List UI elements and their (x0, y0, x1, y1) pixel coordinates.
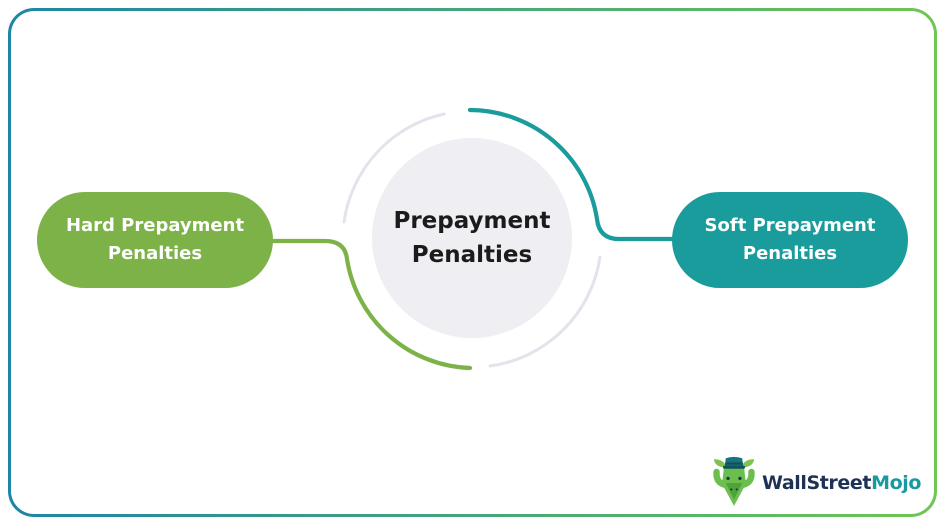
node-soft-prepayment-penalties: Soft Prepayment Penalties (672, 192, 908, 288)
wallstreetmojo-logo: WallStreetMojo (712, 455, 921, 511)
connector-teal-right (467, 107, 679, 242)
node-soft-prepayment-label: Soft Prepayment Penalties (704, 215, 876, 264)
center-node: Prepayment Penalties (372, 138, 572, 338)
node-hard-prepayment-label: Hard Prepayment Penalties (65, 215, 245, 264)
decorative-arc-bottom-right (488, 255, 602, 368)
decorative-arc-top-left (342, 112, 446, 224)
logo-text-primary: WallStreet (761, 472, 872, 494)
connector-green-left (267, 238, 473, 371)
bull-mascot-icon (713, 456, 755, 506)
center-node-label: Prepayment Penalties (393, 207, 551, 269)
logo-text-accent: Mojo (871, 472, 921, 494)
logo-text: WallStreetMojo (762, 472, 921, 494)
node-hard-prepayment-penalties: Hard Prepayment Penalties (37, 192, 273, 288)
